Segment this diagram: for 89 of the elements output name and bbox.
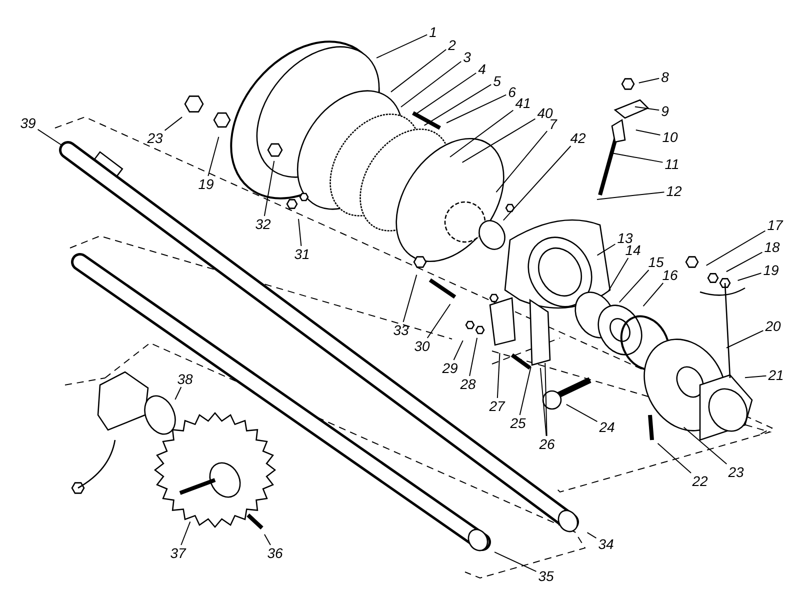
callout-number: 17 (766, 218, 784, 232)
leader-line (638, 78, 660, 84)
leader-line (610, 152, 664, 163)
callout-number: 13 (616, 231, 634, 245)
leader-line (683, 426, 728, 464)
leader-line (618, 270, 650, 303)
callout-number: 32 (254, 217, 272, 231)
callout-number: 3 (462, 50, 472, 64)
leader-line (462, 118, 536, 163)
leader-line (502, 146, 572, 221)
leader-line (37, 128, 62, 146)
callout-number: 18 (763, 240, 781, 254)
callout-number: 11 (664, 157, 680, 171)
callout-number: 2 (447, 38, 457, 52)
leader-line (469, 337, 478, 376)
leader-line (608, 258, 629, 292)
callout-number: 27 (488, 399, 506, 413)
leader-line (596, 244, 616, 256)
callout-number: 12 (665, 184, 683, 198)
leader-line (376, 34, 428, 58)
callout-number: 42 (569, 131, 587, 145)
leader-line (298, 218, 302, 246)
callout-number: 4 (477, 62, 487, 76)
callout-number: 35 (537, 569, 555, 583)
leader-line (400, 60, 462, 108)
callout-number: 14 (624, 243, 642, 257)
callout-number: 6 (507, 85, 517, 99)
leader-line (450, 110, 514, 158)
leader-line (586, 532, 597, 539)
callout-number: 5 (492, 74, 502, 88)
callout-number: 38 (176, 372, 194, 386)
callout-number: 10 (661, 130, 679, 144)
leader-line (519, 366, 532, 416)
leader-line (596, 192, 665, 200)
callout-number: 39 (19, 116, 37, 130)
callout-number: 23 (146, 131, 164, 145)
leader-line (657, 442, 692, 474)
callout-number: 30 (413, 339, 431, 353)
callout-number: 36 (266, 546, 284, 560)
callout-number: 19 (197, 177, 215, 191)
leader-line (737, 272, 762, 281)
callout-number: 22 (691, 474, 709, 488)
callout-number: 8 (660, 70, 670, 84)
leader-line (426, 304, 451, 338)
leader-line (744, 375, 767, 378)
callout-number: 15 (647, 255, 665, 269)
leader-line (180, 521, 191, 546)
leader-line (540, 367, 547, 436)
leader-line (634, 106, 660, 111)
callout-number: 23 (727, 465, 745, 479)
leader-line (706, 230, 766, 266)
callout-number: 9 (660, 104, 670, 118)
leader-line (544, 362, 548, 436)
callout-number: 19 (762, 263, 780, 277)
leader-line (496, 352, 500, 398)
leader-line (566, 404, 598, 422)
leader-line (174, 386, 182, 400)
leader-line (264, 534, 271, 546)
callout-number: 34 (597, 537, 615, 551)
leader-line (416, 72, 477, 114)
callout-number: 26 (538, 437, 556, 451)
callout-number: 41 (514, 96, 532, 110)
callout-number: 31 (293, 247, 311, 261)
leader-line (208, 136, 220, 176)
leader-line (446, 94, 507, 124)
callout-number: 16 (661, 268, 679, 282)
callout-number: 40 (536, 106, 554, 120)
callout-number: 24 (598, 420, 616, 434)
leader-line (635, 130, 661, 136)
leader-line (726, 330, 764, 348)
callout-number: 25 (509, 416, 527, 430)
leader-line (642, 282, 664, 307)
callout-number: 1 (428, 25, 438, 39)
leader-line (264, 160, 275, 216)
callout-number: 37 (169, 546, 187, 560)
leader-line (453, 340, 464, 360)
callout-number: 29 (441, 361, 459, 375)
leader-line (164, 116, 183, 131)
callout-number: 20 (764, 319, 782, 333)
leader-line (726, 252, 763, 272)
callout-number: 28 (459, 377, 477, 391)
leader-line (402, 274, 418, 322)
leader-line (424, 84, 492, 126)
callout-number: 21 (767, 368, 785, 382)
leader-line (494, 552, 537, 572)
leader-line (390, 49, 447, 92)
leader-line (496, 130, 548, 193)
callout-number: 7 (548, 117, 558, 131)
callout-number: 33 (392, 323, 410, 337)
